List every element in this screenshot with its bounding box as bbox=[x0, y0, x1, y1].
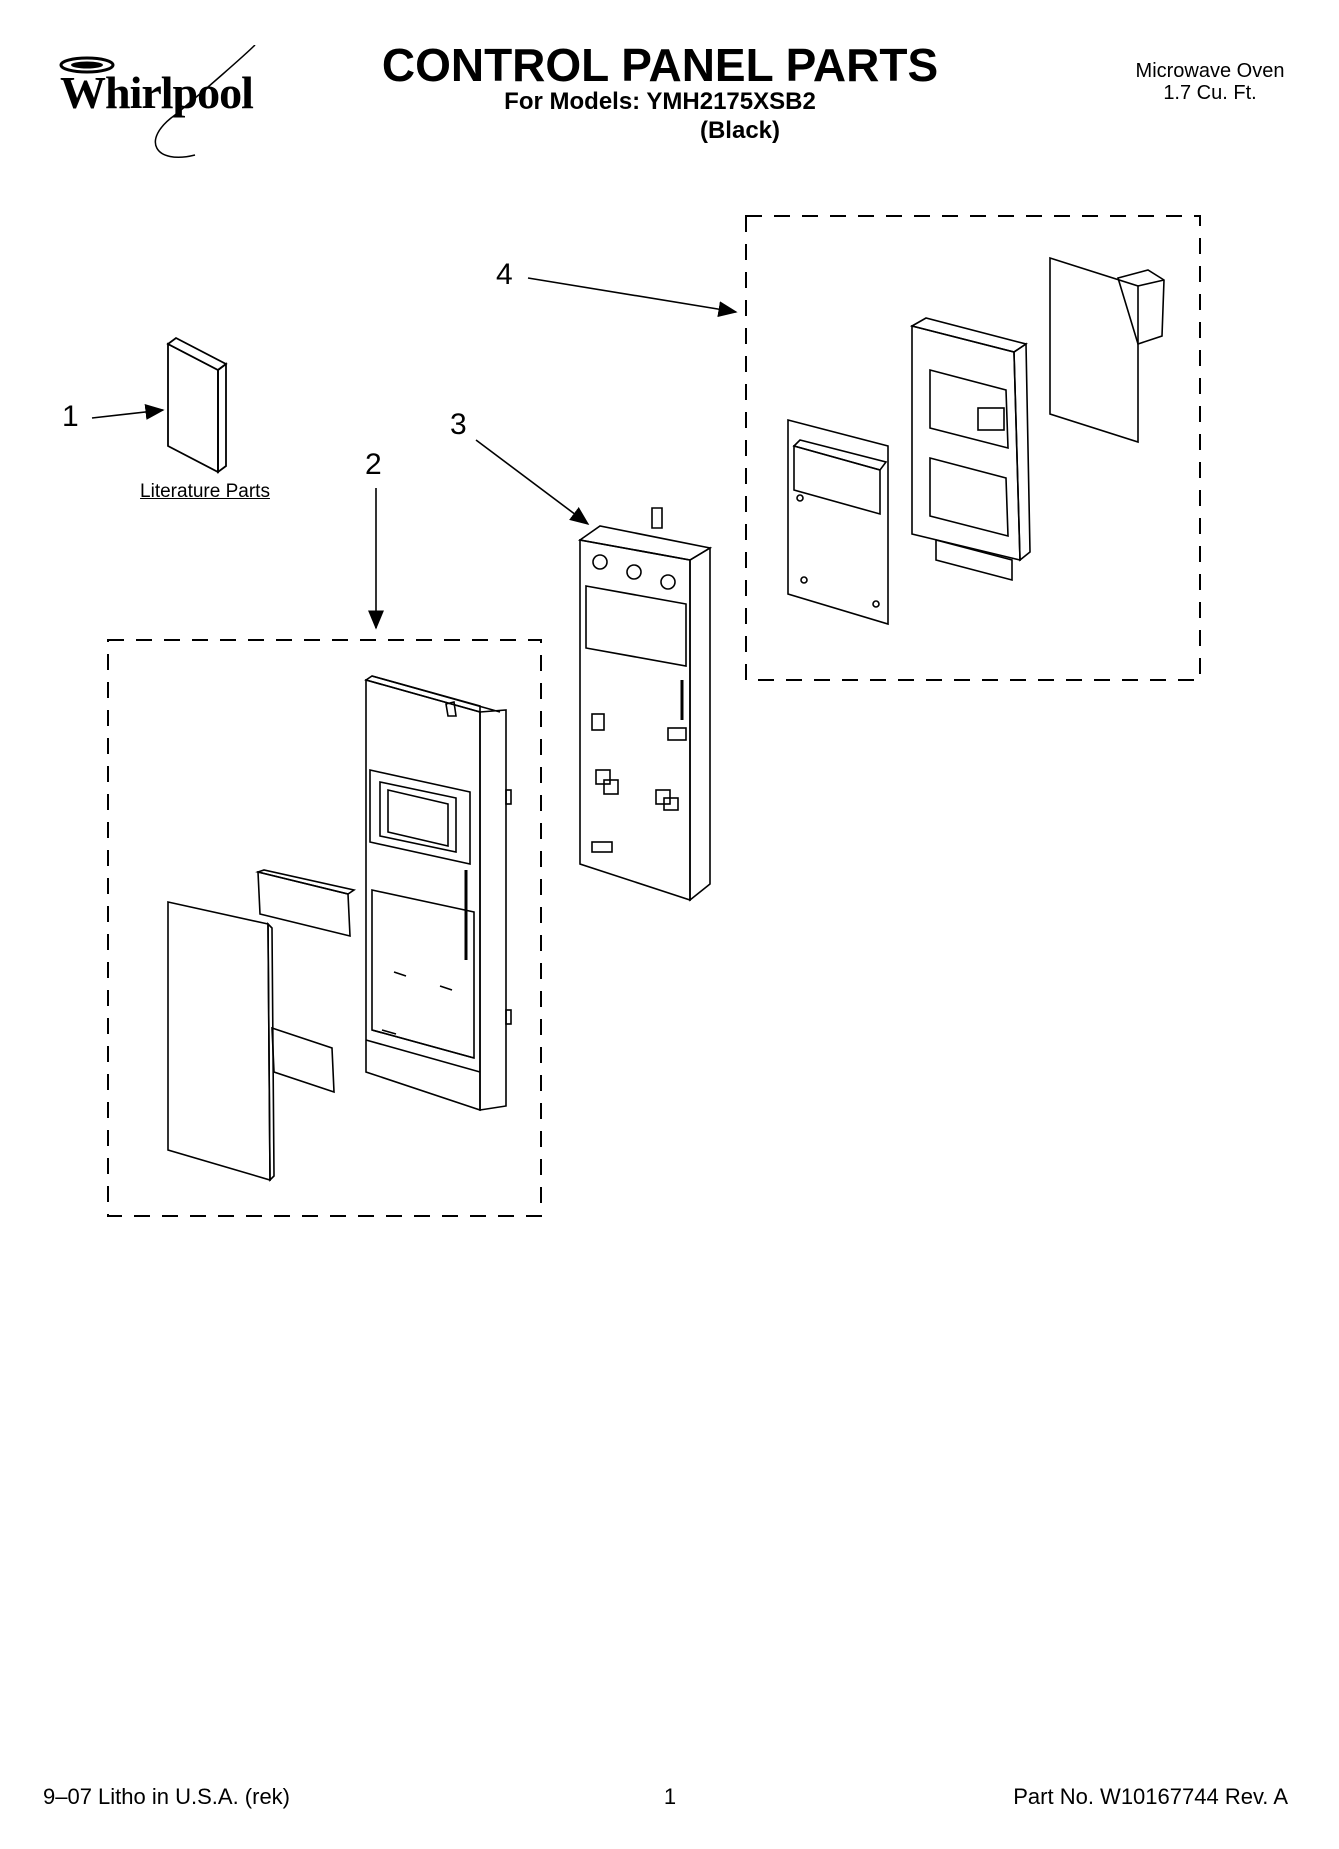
callout-1: 1 bbox=[62, 400, 79, 433]
leader-arrow-1 bbox=[91, 404, 165, 420]
literature-booklet-part bbox=[166, 336, 228, 474]
models-line: For Models: YMH2175XSB2 bbox=[504, 88, 816, 115]
product-capacity: 1.7 Cu. Ft. bbox=[1163, 82, 1257, 104]
group-box-2 bbox=[107, 639, 542, 1217]
color-line: (Black) bbox=[699, 117, 781, 144]
control-frame-part bbox=[577, 507, 713, 902]
callout-4: 4 bbox=[496, 258, 513, 291]
literature-parts-label: Literature Parts bbox=[140, 481, 270, 502]
callout-2: 2 bbox=[365, 448, 382, 481]
footer-page-number: 1 bbox=[663, 1784, 677, 1809]
control-panel-assembly-part bbox=[364, 675, 512, 1112]
small-bracket-part bbox=[271, 1026, 335, 1094]
page-title: CONTROL PANEL PARTS bbox=[381, 39, 939, 91]
electronic-control-part bbox=[787, 256, 1165, 626]
display-lens-part bbox=[255, 869, 357, 938]
callout-3: 3 bbox=[450, 408, 467, 441]
leader-arrow-4 bbox=[527, 277, 738, 318]
group-box-4 bbox=[745, 215, 1201, 681]
product-type: Microwave Oven bbox=[1135, 60, 1285, 82]
membrane-overlay-part bbox=[167, 901, 275, 1182]
product-info: Microwave Oven 1.7 Cu. Ft. bbox=[1090, 60, 1330, 104]
whirlpool-logo bbox=[59, 45, 256, 158]
brand-wordmark: Whirlpool bbox=[60, 67, 254, 118]
leader-arrow-3 bbox=[475, 439, 590, 525]
footer-part-number: Part No. W10167744 Rev. A bbox=[1013, 1784, 1288, 1809]
footer-litho: 9–07 Litho in U.S.A. (rek) bbox=[43, 1784, 291, 1809]
